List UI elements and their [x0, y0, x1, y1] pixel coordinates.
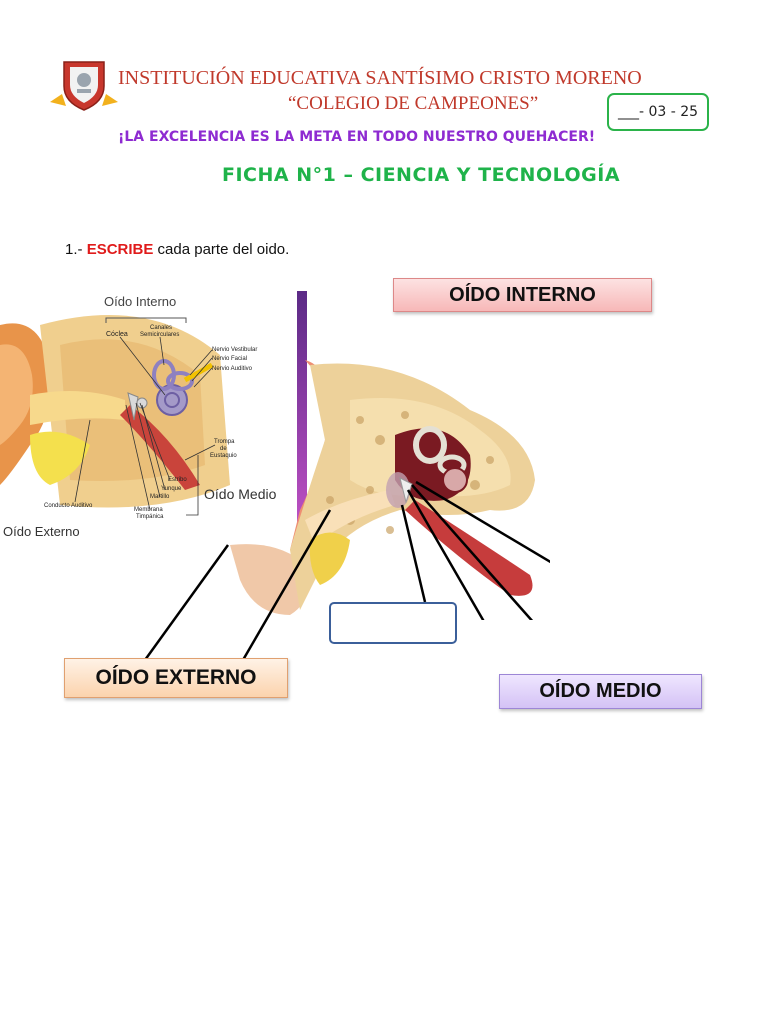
label-oido-medio: Oído Medio [204, 486, 277, 502]
school-motto: “COLEGIO DE CAMPEONES” [288, 93, 539, 114]
label-trompa-2: de [220, 446, 227, 452]
label-membrana-2: Timpánica [136, 514, 164, 520]
label-conducto: Conducto Auditivo [44, 503, 93, 509]
instruction-text: cada parte del oido. [157, 241, 290, 258]
label-oido-externo: Oído Externo [3, 524, 80, 539]
label-nervio-facial: Nervio Facial [212, 356, 247, 362]
divider-bar [297, 291, 307, 547]
label-nervio-auditivo: Nervio Auditivo [212, 366, 253, 372]
date-field: ___- 03 - 25 [607, 93, 709, 131]
label-martillo: Martillo [150, 494, 170, 500]
diagram-title: Oído Interno [104, 294, 176, 309]
label-trompa-3: Eustaquio [210, 453, 237, 459]
label-oido-medio-box[interactable]: OÍDO MEDIO [499, 674, 702, 709]
label-oido-interno[interactable]: OÍDO INTERNO [393, 278, 652, 312]
label-nervio-vestibular: Nervio Vestibular [212, 347, 257, 353]
label-coclea: Cóclea [106, 331, 128, 338]
label-oido-externo-box[interactable]: OÍDO EXTERNO [64, 658, 288, 698]
label-semicirculares: Semicirculares [140, 332, 179, 338]
school-crest-logo [50, 61, 118, 111]
school-name: INSTITUCIÓN EDUCATIVA SANTÍSIMO CRISTO M… [118, 67, 642, 89]
sheet-title: FICHA N°1 – CIENCIA Y TECNOLOGÍA [222, 164, 621, 186]
reference-ear-diagram: Oído Interno Cóclea Canales Semicircular… [0, 294, 277, 539]
label-yunque: Yunque [161, 486, 182, 492]
label-estribo: Estribo [168, 477, 187, 483]
instruction: 1.- ESCRIBE cada parte del oido. [65, 241, 289, 258]
label-canales: Canales [150, 325, 172, 331]
answer-blank-box[interactable] [329, 602, 457, 644]
tagline: ¡LA EXCELENCIA ES LA META EN TODO NUESTR… [118, 129, 596, 145]
externo-pointer-lines [143, 509, 332, 661]
label-trompa-1: Trompa [214, 439, 235, 445]
instruction-number: 1.- [65, 241, 83, 258]
blank-ear-diagram [230, 360, 550, 620]
label-membrana-1: Membrana [134, 507, 163, 513]
instruction-keyword: ESCRIBE [86, 241, 154, 258]
